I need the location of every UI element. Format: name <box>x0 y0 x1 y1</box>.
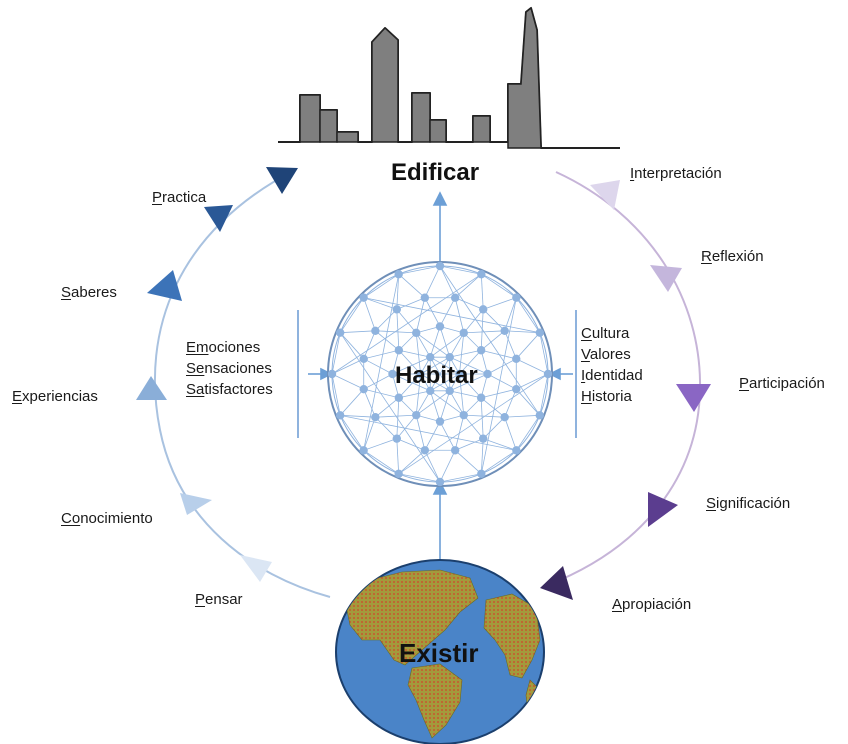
network-node <box>426 386 435 396</box>
network-node <box>477 469 486 478</box>
network-node <box>459 328 468 338</box>
list-item: Satisfactores <box>186 381 273 398</box>
label-participacion: Participación <box>739 375 825 392</box>
network-node <box>483 369 492 379</box>
left-list: Emociones Sensaciones Satisfactores <box>186 337 273 400</box>
network-node <box>500 326 509 335</box>
network-node <box>392 305 401 314</box>
network-node <box>359 354 368 364</box>
network-node <box>412 410 421 420</box>
existir-title: Existir <box>399 638 479 668</box>
network-node <box>435 261 445 271</box>
label-conocimiento: Conocimiento <box>61 510 153 527</box>
network-node <box>477 270 486 279</box>
network-node <box>479 434 488 443</box>
arrow-practica-top <box>266 167 298 194</box>
network-node <box>512 384 521 394</box>
network-node <box>535 411 544 420</box>
list-item: Identidad <box>581 367 643 384</box>
network-node <box>445 352 454 362</box>
arrow-significacion <box>648 492 678 527</box>
network-node <box>359 384 368 394</box>
list-item: Cultura <box>581 325 630 342</box>
network-node <box>476 346 486 355</box>
label-apropiacion: Apropiación <box>612 596 692 613</box>
arrow-participacion <box>676 384 711 412</box>
left-arc-arrows <box>136 167 298 582</box>
list-item: Valores <box>581 346 631 363</box>
network-node <box>394 469 403 478</box>
network-node <box>445 386 454 396</box>
edificar-title: Edificar <box>391 159 480 186</box>
network-node <box>512 354 521 364</box>
list-item: Sensaciones <box>186 360 272 377</box>
network-node <box>336 328 345 337</box>
network-node <box>371 326 380 335</box>
right-arc-arrows <box>540 180 711 600</box>
network-node <box>476 393 486 402</box>
network-node <box>450 293 460 302</box>
arrow-practica <box>204 205 233 232</box>
label-significacion: Significación <box>706 495 791 512</box>
network-node <box>435 322 445 331</box>
network-node <box>392 434 401 443</box>
list-item: Historia <box>581 388 632 405</box>
vertical-arrows <box>308 191 573 563</box>
network-node <box>394 393 404 402</box>
network-node <box>426 352 435 362</box>
arrow-conocimiento <box>180 493 212 515</box>
network-node <box>500 413 509 422</box>
arrow-saberes <box>147 270 182 301</box>
arrow-interpretacion <box>590 180 620 210</box>
label-pensar: Pensar <box>195 591 243 608</box>
label-interpretacion: Interpretación <box>630 165 722 182</box>
network-sphere <box>327 261 553 487</box>
label-saberes: Saberes <box>61 284 117 301</box>
network-node <box>371 413 380 422</box>
arrow-apropiacion <box>540 566 573 600</box>
network-node <box>459 410 468 420</box>
arrow-reflexion <box>650 265 682 292</box>
arrow-experiencias <box>136 376 167 400</box>
network-node <box>420 293 430 302</box>
network-node <box>327 369 337 379</box>
network-node <box>416 369 425 379</box>
network-node <box>420 446 430 455</box>
network-node <box>359 446 368 455</box>
network-node <box>535 328 544 337</box>
network-node <box>388 369 397 379</box>
network-node <box>512 446 521 455</box>
skyline-icon <box>278 6 620 149</box>
label-experiencias: Experiencias <box>12 388 98 405</box>
network-node <box>394 346 404 355</box>
network-node <box>359 293 368 302</box>
network-node <box>512 293 521 302</box>
label-practica: Practica <box>152 189 207 206</box>
list-item: Emociones <box>186 339 261 356</box>
network-node <box>450 446 460 455</box>
arrow-pensar <box>240 555 272 582</box>
network-node <box>455 369 464 379</box>
network-node <box>412 328 421 338</box>
habitar-title: Habitar <box>395 362 478 389</box>
network-node <box>336 411 345 420</box>
network-node <box>435 417 445 426</box>
right-list: Cultura Valores Identidad Historia <box>581 323 643 407</box>
label-reflexion: Reflexión <box>701 248 764 265</box>
network-node <box>479 305 488 314</box>
network-node <box>543 369 553 379</box>
network-node <box>435 477 445 487</box>
network-node <box>394 270 403 279</box>
